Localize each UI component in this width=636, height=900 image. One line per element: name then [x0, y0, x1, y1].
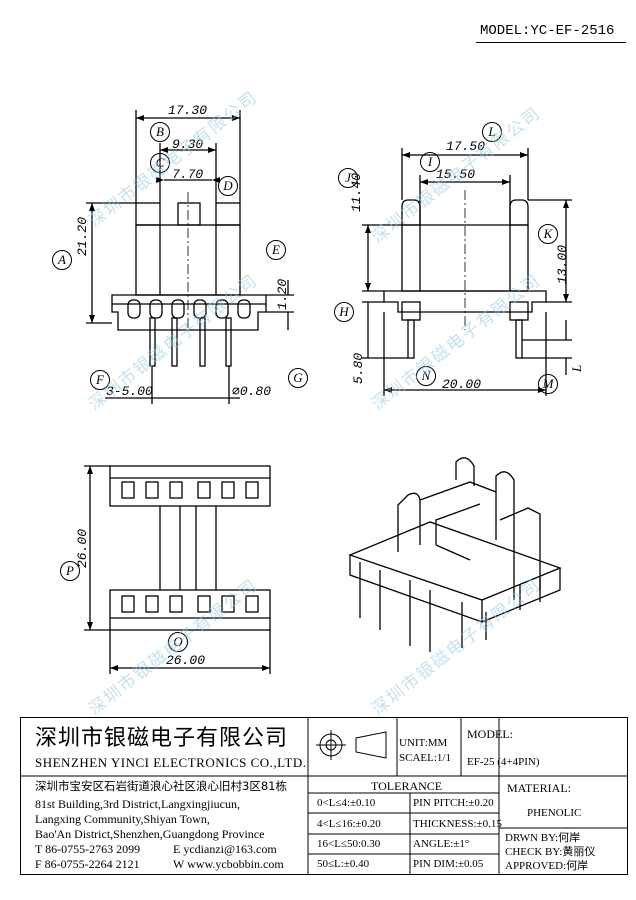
label-d: D: [218, 176, 238, 196]
label-h: H: [334, 302, 354, 322]
dim-base-width: 20.00: [442, 377, 482, 392]
dim-front-step: 1.20: [275, 278, 290, 310]
address-cn: 深圳市宝安区石岩街道浪心社区浪心旧村3区81栋: [35, 779, 287, 793]
dim-front-width-inner: 7.70: [172, 167, 204, 182]
address-en-1: 81st Building,3rd District,Langxingjiucu…: [35, 797, 240, 811]
unit-label: UNIT:MM: [399, 737, 448, 749]
dim-side-height: 13.00: [555, 244, 570, 284]
tol-row-3: 16<L≤50:0.30: [317, 838, 381, 850]
label-l: L: [482, 122, 502, 142]
drawn-by: DRWN BY:何岸: [505, 832, 581, 844]
tol-pin-pitch: PIN PITCH:±0.20: [413, 797, 494, 809]
label-a: A: [52, 250, 72, 270]
tol-thickness: THICKNESS:±0.15: [413, 818, 502, 830]
title-block-grid: [21, 718, 627, 874]
label-c: C: [150, 153, 170, 173]
tol-angle: ANGLE:±1°: [413, 838, 470, 850]
tolerance-title: TOLERANCE: [371, 779, 443, 793]
contact-fax: F 86-0755-2264 2121: [35, 857, 140, 871]
contact-tel: T 86-0755-2763 2099: [35, 842, 141, 856]
dim-bottom-width: 26.00: [166, 653, 206, 668]
approved-by: APPROVED:何岸: [505, 860, 589, 872]
material-label: MATERIAL:: [507, 781, 571, 795]
scale-label: SCAEL:1/1: [399, 752, 451, 764]
model-header: MODEL:YC-EF-2516: [480, 23, 615, 39]
dim-bottom-height: 26.00: [75, 528, 90, 568]
tol-row-4: 50≤L:±0.40: [317, 858, 370, 870]
title-block: 深圳市银磁电子有限公司 SHENZHEN YINCI ELECTRONICS C…: [20, 717, 628, 875]
label-e: E: [266, 240, 286, 260]
label-p: P: [60, 561, 80, 581]
dim-pin-diameter: ⌀0.80: [232, 384, 272, 399]
tol-pin-dim: PIN DIM:±0.05: [413, 858, 484, 870]
dim-front-width-mid: 9.30: [172, 137, 204, 152]
drawing-linework: [84, 110, 572, 674]
front-view: [86, 110, 294, 404]
label-j: J: [338, 168, 358, 188]
model-value: EF-25 (4+4PIN): [467, 756, 540, 768]
material-value: PHENOLIC: [527, 807, 582, 819]
company-name-cn: 深圳市银磁电子有限公司: [35, 726, 289, 751]
tol-row-2: 4<L≤16:±0.20: [317, 818, 381, 830]
address-en-2: Langxing Community,Shiyan Town,: [35, 812, 210, 826]
dim-side-width-outer: 17.50: [446, 139, 486, 154]
label-n: N: [416, 366, 436, 386]
label-b: B: [150, 122, 170, 142]
model-label: MODEL:: [467, 727, 513, 741]
bottom-view: [84, 465, 271, 674]
dim-pin-length: 5.80: [351, 352, 366, 384]
dim-front-height: 21.20: [75, 216, 90, 256]
side-view: [362, 148, 572, 396]
header-rule: [476, 42, 626, 43]
contact-web: W www.ycbobbin.com: [173, 857, 284, 871]
label-o: O: [168, 632, 188, 652]
label-g: G: [288, 368, 308, 388]
label-f: F: [90, 370, 110, 390]
company-name-en: SHENZHEN YINCI ELECTRONICS CO.,LTD.: [35, 755, 307, 770]
isometric-view: [348, 457, 562, 652]
tol-row-1: 0<L≤4:±0.10: [317, 797, 376, 809]
dim-pin-pitch: 3-5.00: [106, 384, 153, 399]
address-en-3: Bao'An District,Shenzhen,Guangdong Provi…: [35, 827, 265, 841]
label-i: I: [420, 152, 440, 172]
label-k: K: [538, 224, 558, 244]
dim-side-width-inner: 15.50: [436, 167, 476, 182]
dim-side-l: L: [569, 364, 584, 372]
label-m: M: [538, 374, 558, 394]
dim-front-width-outer: 17.30: [168, 103, 208, 118]
checked-by: CHECK BY:黄丽仪: [505, 846, 596, 858]
contact-email: E ycdianzi@163.com: [173, 842, 277, 856]
